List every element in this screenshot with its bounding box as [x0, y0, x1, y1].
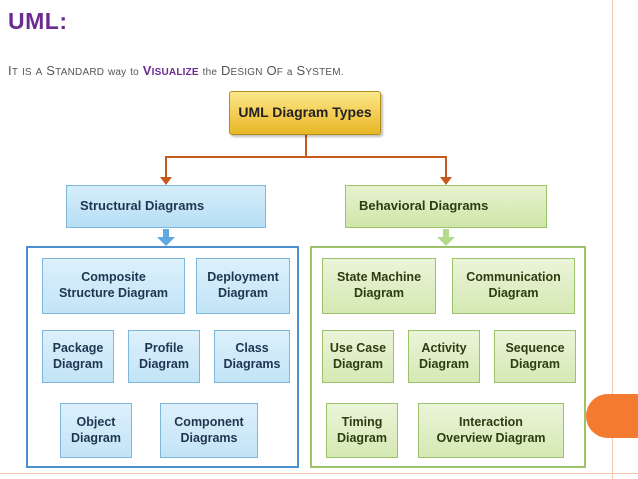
slide-subtitle: IT IS A STANDARD way to VISUALIZE the DE…: [8, 63, 344, 78]
slide-title: UML:: [8, 8, 68, 34]
behavioral-diagrams-box: Behavioral Diagrams: [345, 185, 547, 228]
connector-horizontal: [165, 156, 447, 158]
arrowhead-behavioral: [440, 177, 452, 185]
behavioral-down-arrow: [437, 229, 455, 246]
structural-diagrams-box: Structural Diagrams: [66, 185, 266, 228]
connector-root-down: [305, 135, 307, 157]
orange-accent-circle: [586, 394, 638, 438]
structural-down-arrow: [157, 229, 175, 246]
slide-bottom-border: [0, 473, 638, 474]
connector-left-down: [165, 156, 167, 178]
arrowhead-structural: [160, 177, 172, 185]
uml-diagram-types-box: UML Diagram Types: [229, 91, 381, 135]
connector-right-down: [445, 156, 447, 178]
slide-right-border: [612, 0, 613, 479]
